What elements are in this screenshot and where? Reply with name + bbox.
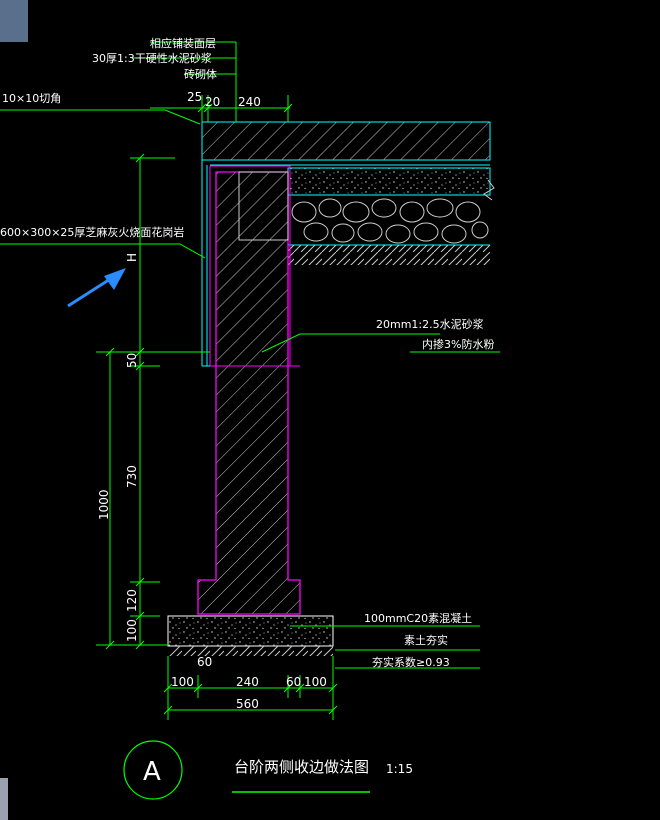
dim-20: 20 — [205, 95, 220, 109]
label-chamfer: 10×10切角 — [2, 92, 61, 105]
leader-lines — [0, 41, 500, 669]
scrollbar-stub — [0, 778, 8, 820]
dim-50: 50 — [125, 353, 139, 368]
pointer-arrow-icon — [67, 268, 126, 308]
dim-1000: 1000 — [97, 489, 111, 520]
drawing-scale: 1:15 — [386, 762, 413, 776]
dim-560: 560 — [236, 697, 259, 711]
dim-60-top: 60 — [197, 655, 212, 669]
brick-wall — [197, 165, 301, 615]
label-granite: 600×300×25厚芝麻灰火烧面花岗岩 — [0, 225, 184, 239]
bottom-dimensions — [163, 656, 338, 720]
pavement-layers — [201, 121, 495, 265]
label-mortar-bed: 30厚1:3干硬性水泥砂浆 — [92, 51, 212, 65]
dim-60-bottom: 60 — [286, 675, 301, 689]
label-brick: 砖砌体 — [184, 67, 217, 81]
label-concrete: 100mmC20素混凝土 — [364, 611, 472, 625]
dim-730: 730 — [125, 465, 139, 488]
window-corner-tab — [0, 0, 28, 42]
label-waterproof: 内掺3%防水粉 — [422, 337, 494, 351]
dim-120: 120 — [125, 589, 139, 612]
vertical-dimensions — [96, 153, 300, 650]
label-surface-layer: 相应铺装面层 — [150, 36, 216, 50]
label-mortar-20mm: 20mm1:2.5水泥砂浆 — [376, 317, 484, 331]
detail-marker: A — [143, 757, 161, 787]
dim-100-vertical: 100 — [125, 619, 139, 642]
dim-240-top: 240 — [238, 95, 261, 109]
top-dimensions — [150, 95, 293, 122]
title-block: A 台阶两侧收边做法图 1:15 — [123, 740, 413, 800]
dim-25: 25 — [187, 90, 202, 104]
label-soil: 素土夯实 — [404, 633, 448, 647]
dim-240-bottom: 240 — [236, 675, 259, 689]
dim-100-right: 100 — [304, 675, 327, 689]
dim-H: H — [125, 253, 139, 262]
dim-100-left: 100 — [171, 675, 194, 689]
granite-facing — [201, 122, 210, 367]
label-compaction: 夯实系数≥0.93 — [372, 655, 450, 669]
drawing-title: 台阶两侧收边做法图 — [234, 758, 369, 776]
concrete-footing — [167, 615, 334, 656]
